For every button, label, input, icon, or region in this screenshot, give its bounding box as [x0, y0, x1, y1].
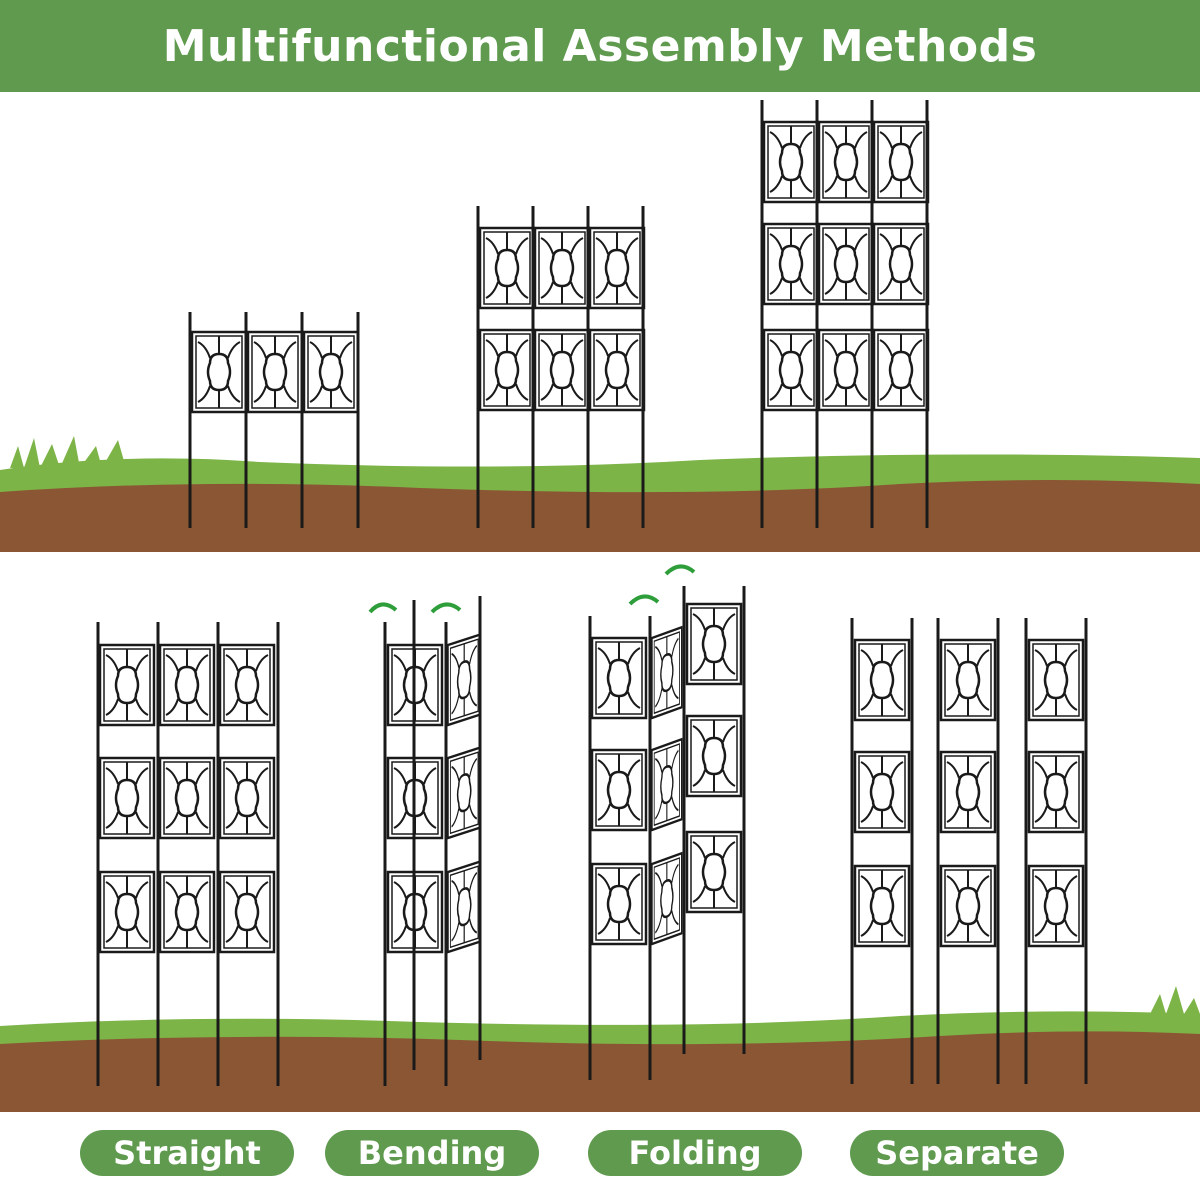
label-straight: Straight — [80, 1130, 294, 1176]
lower-ground — [0, 986, 1200, 1112]
trellis-two-high — [476, 206, 646, 528]
label-bending: Bending — [325, 1130, 539, 1176]
trellis-three-high — [760, 100, 930, 528]
rotate-arrow-icon — [628, 564, 696, 606]
trellis-straight — [96, 622, 280, 1086]
rotate-arrow-icon — [368, 602, 462, 614]
title-banner: Multifunctional Assembly Methods — [0, 0, 1200, 92]
page-title: Multifunctional Assembly Methods — [162, 20, 1038, 72]
trellis-folding — [588, 564, 746, 1080]
upper-ground — [0, 436, 1200, 552]
trellis-one-high — [188, 312, 360, 528]
trellis-separate — [850, 618, 1088, 1084]
label-folding: Folding — [588, 1130, 802, 1176]
trellis-bending — [368, 596, 482, 1086]
label-separate: Separate — [850, 1130, 1064, 1176]
